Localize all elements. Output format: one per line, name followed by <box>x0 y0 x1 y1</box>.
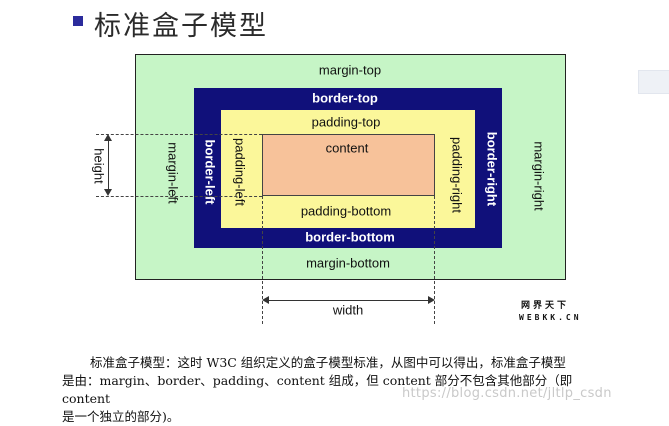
title-bullet <box>73 16 83 26</box>
page-title: 标准盒子模型 <box>94 11 268 42</box>
logo-text: 网界天下 <box>521 301 570 311</box>
description-line-1: 标准盒子模型：这时 W3C 组织定义的盒子模型标准，从图中可以得出，标准盒子模型 <box>90 355 566 370</box>
width-guide-right <box>434 196 435 324</box>
height-arrow-up-icon <box>104 134 112 141</box>
description-line-2: 是由：margin、border、padding、content 组成，但 co… <box>62 373 573 406</box>
logo-subtext: WEBKK.CN <box>519 313 582 322</box>
margin-bottom-label: margin-bottom <box>306 255 390 271</box>
border-bottom-label: border-bottom <box>305 229 395 245</box>
height-dimension-line <box>108 137 109 193</box>
width-label: width <box>332 302 364 318</box>
width-guide-left <box>262 196 263 324</box>
content-label: content <box>325 140 369 156</box>
margin-left-label: margin-left <box>165 142 181 204</box>
side-tab[interactable] <box>638 70 669 94</box>
width-arrow-left-icon <box>262 296 269 304</box>
width-arrow-right-icon <box>428 296 435 304</box>
padding-top-label: padding-top <box>311 114 381 130</box>
padding-right-label: padding-right <box>449 137 465 213</box>
border-left-label: border-left <box>202 139 218 205</box>
height-guide-bottom <box>96 196 262 197</box>
width-dimension-line <box>265 300 432 301</box>
height-label: height <box>91 146 107 186</box>
border-right-label: border-right <box>484 131 500 207</box>
border-top-label: border-top <box>312 90 378 106</box>
description-line-3: 是一个独立的部分)。 <box>62 409 180 424</box>
height-guide-top <box>96 134 262 135</box>
content-area <box>262 134 435 196</box>
margin-top-label: margin-top <box>318 62 382 78</box>
height-arrow-down-icon <box>104 189 112 196</box>
padding-bottom-label: padding-bottom <box>300 203 392 219</box>
watermark: https://blog.csdn.net/jltlp_csdn <box>402 386 612 401</box>
margin-right-label: margin-right <box>531 141 547 211</box>
